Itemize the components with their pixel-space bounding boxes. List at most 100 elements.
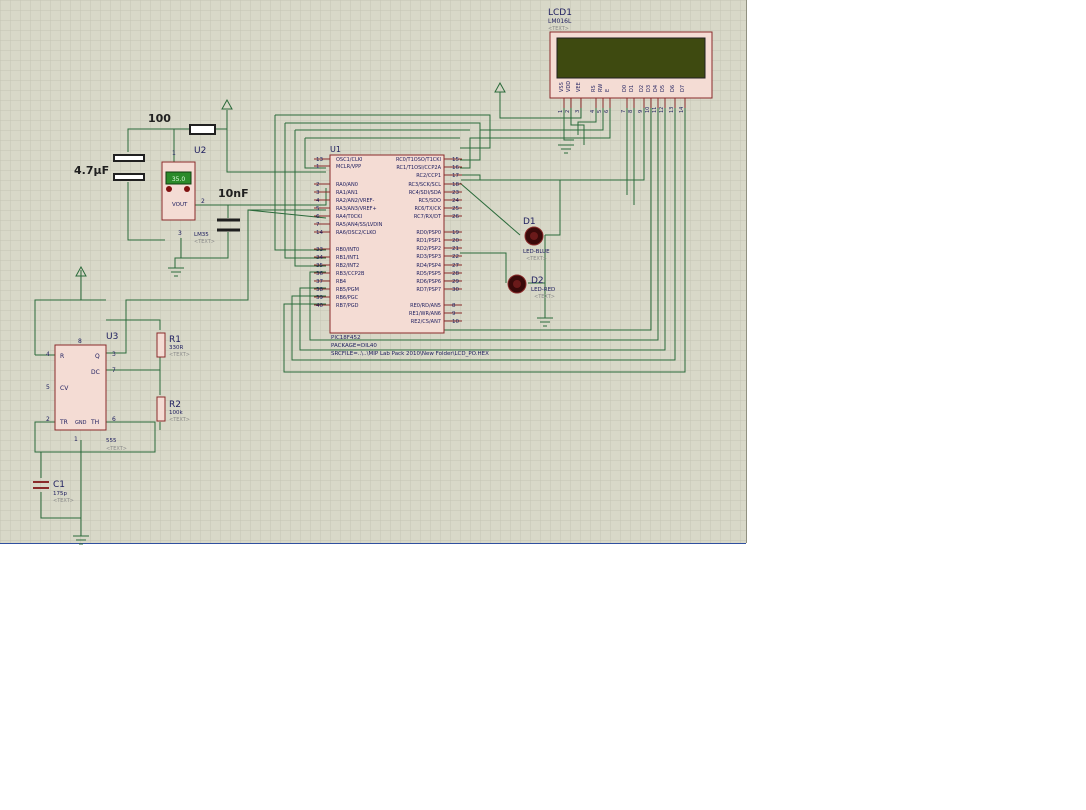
mcu-srcfile: SRCFILE=..\..\MIP Lab Pack 2010\New Fold… — [331, 351, 489, 357]
label-10nf: 10nF — [218, 187, 249, 200]
mcu-pin-number: 25 — [452, 206, 459, 212]
lcd-pin-name: VDD — [566, 81, 572, 92]
resistor-100[interactable]: 100 — [148, 112, 216, 135]
mcu-pin-number: 6 — [316, 214, 320, 220]
r1-value: 330R — [169, 345, 183, 351]
u2-pin2: 2 — [201, 198, 205, 205]
mcu-pin-number: 30 — [452, 287, 459, 293]
lcd-pins: VSS1VDD2VEE3RS4RW5E6D07D18D29D310D411D51… — [558, 81, 686, 113]
mcu-pin-number: 29 — [452, 279, 459, 285]
lcd-pin-number: 4 — [590, 110, 596, 113]
mcu-pin-number: 3 — [316, 190, 320, 196]
lcd-placeholder: <TEXT> — [548, 26, 569, 32]
r1-body — [156, 332, 166, 358]
mcu-pin-name: OSC1/CLKI — [336, 157, 363, 163]
lcd-pin-name: D2 — [639, 85, 645, 92]
wires — [34, 92, 686, 536]
u3-pin-r: R — [60, 353, 64, 360]
led-lens-icon — [513, 280, 521, 288]
lcd-pin-name: VSS — [559, 82, 565, 92]
mcu-pin-name: RC0/T1OSO/T1CKI — [396, 157, 441, 163]
power-symbols — [75, 81, 506, 277]
mcu-pin-number: 1 — [316, 164, 320, 170]
lcd-model: LM016L — [548, 18, 572, 25]
mcu-pin-number: 10 — [452, 319, 459, 325]
u3-model: 555 — [106, 438, 117, 444]
mcu-pin-name: RA5/AN4/SS/LVDIN — [336, 222, 383, 228]
mcu-pin-name: RC1/T1OSI/CCP2A — [396, 165, 441, 171]
mcu-pin-number: 24 — [452, 198, 459, 204]
mcu-pin-number: 22 — [452, 254, 459, 260]
mcu-pin-number: 9 — [452, 311, 456, 317]
mcu-pin-name: RD2/PSP2 — [416, 246, 441, 252]
cap-4-7uf-plate-top — [113, 154, 145, 162]
lcd-pin-number: 5 — [597, 110, 603, 113]
mcu-pin-number: 18 — [452, 182, 459, 188]
lcd-pin-number: 7 — [621, 110, 627, 113]
u3-pin-q: Q — [95, 353, 100, 360]
u2-display — [165, 171, 192, 185]
mcu-pin-name: RB7/PGD — [336, 303, 359, 309]
capacitor-4-7uf[interactable]: 4.7µF — [74, 154, 145, 181]
r1-ref: R1 — [169, 335, 181, 345]
u2-ref: U2 — [194, 146, 206, 156]
lcd-pin-name: D3 — [646, 85, 652, 92]
mcu-pin-name: RD1/PSP1 — [416, 238, 441, 244]
mcu-pin-name: RB4 — [336, 279, 346, 285]
temperature-sensor-u2[interactable]: U2 35.0 VOUT 1 2 3 LM35 <TEXT> — [161, 146, 215, 245]
u3-num-gnd: 1 — [74, 436, 78, 443]
mcu-pin-name: RD4/PSP4 — [416, 263, 441, 269]
mcu-pin-number: 4 — [316, 198, 320, 204]
mcu-pin-number: 14 — [316, 230, 323, 236]
mcu-pin-number: 37 — [316, 279, 323, 285]
capacitor-c1[interactable]: C1 175p <TEXT> — [33, 480, 74, 504]
label-4-7uf: 4.7µF — [74, 164, 109, 177]
lcd-module[interactable]: LCD1 LM016L <TEXT> VSS1VDD2VEE3RS4RW5E6D… — [548, 8, 713, 113]
mcu-pin-number: 2 — [316, 182, 320, 188]
capacitor-10nf[interactable]: 10nF — [217, 187, 249, 232]
lcd-pin-number: 8 — [628, 110, 634, 113]
d2-ref: D2 — [531, 276, 544, 286]
lcd-pin-name: E — [605, 89, 611, 92]
lcd-pin-name: VEE — [576, 82, 582, 92]
mcu-pin-name: RD6/PSP6 — [416, 279, 441, 285]
mcu-pin-name: RD0/PSP0 — [416, 230, 441, 236]
mcu-pin-number: 39 — [316, 295, 323, 301]
r2-body — [156, 396, 166, 422]
d2-placeholder: <TEXT> — [534, 294, 555, 300]
u3-ref: U3 — [106, 332, 118, 342]
mcu-pin-name: RB0/INT0 — [336, 247, 359, 253]
mcu-pin-number: 23 — [452, 190, 459, 196]
led-d1[interactable]: D1 LED-BLUE <TEXT> — [523, 217, 550, 262]
mcu-pin-name: RA4/T0CKI — [336, 214, 362, 220]
resistor-r2[interactable]: R2 100k <TEXT> — [156, 396, 190, 423]
d2-model: LED-RED — [531, 287, 555, 293]
led-d2[interactable]: D2 LED-RED <TEXT> — [507, 274, 555, 300]
timer-555-u3[interactable]: U3 R Q DC CV TR TH GND 4 3 7 5 2 6 1 8 5… — [46, 332, 127, 452]
mcu-pin-name: RC6/TX/CK — [414, 206, 441, 212]
u2-display-value: 35.0 — [172, 176, 186, 183]
c1-ref: C1 — [53, 480, 65, 490]
u3-num-tr: 2 — [46, 416, 50, 423]
label-100: 100 — [148, 112, 171, 125]
u3-pin-cv: CV — [60, 385, 69, 392]
lcd-pin-number: 3 — [575, 110, 581, 113]
mcu-ref: U1 — [330, 145, 341, 154]
r2-value: 100k — [169, 410, 183, 416]
mcu-pin-name: RB2/INT2 — [336, 263, 359, 269]
lcd-pin-number: 9 — [638, 110, 644, 113]
resistor-r1[interactable]: R1 330R <TEXT> — [156, 332, 190, 358]
mcu-pin-number: 27 — [452, 263, 459, 269]
power-arrow-icon — [221, 98, 233, 110]
lcd-pin-name: D6 — [670, 85, 676, 92]
lcd-pin-number: 6 — [604, 110, 610, 113]
mcu-pin-name: MCLR/VPP — [336, 164, 361, 170]
mcu-pin-number: 7 — [316, 222, 320, 228]
lcd-screen — [556, 37, 706, 79]
mcu-pin-number: 15 — [452, 157, 459, 163]
d1-placeholder: <TEXT> — [526, 256, 547, 262]
